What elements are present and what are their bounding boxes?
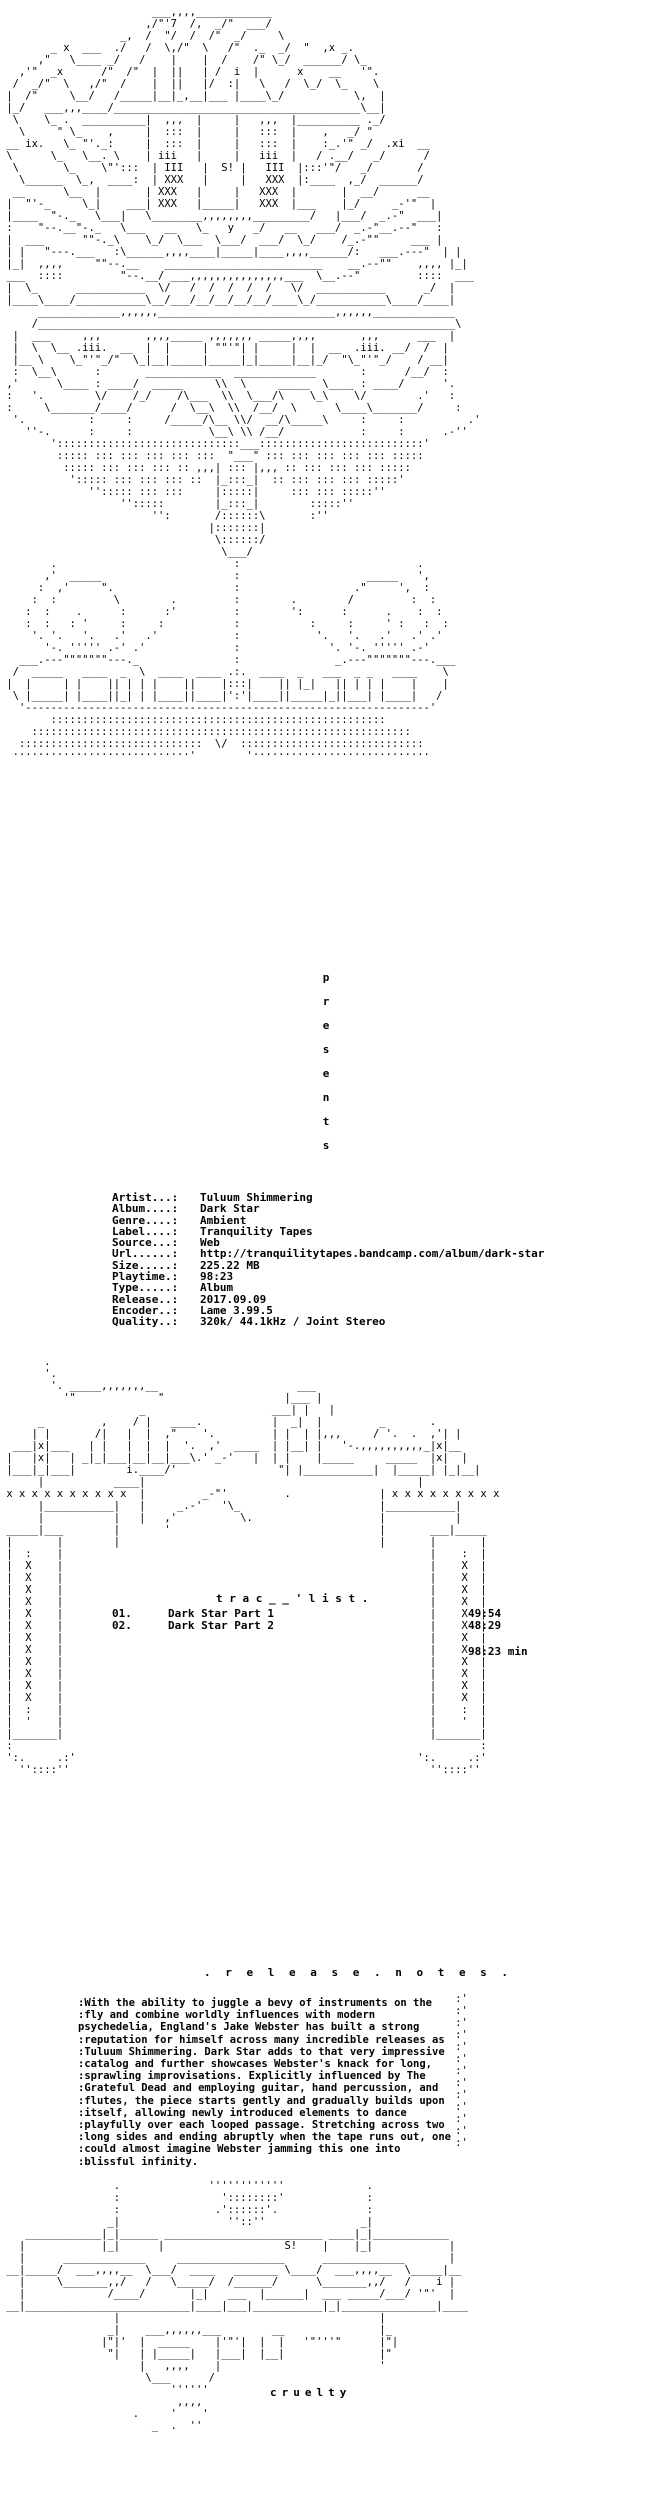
info-value: Web (200, 1236, 220, 1250)
info-value: Tranquility Tapes (200, 1224, 313, 1238)
notes-line: :could almost imagine Webster jamming th… (78, 2143, 401, 2156)
header-ascii-art: ___,,,,____________ ,/"'7 /, _/" ___/ _,… (6, 6, 481, 756)
info-value-url: http://tranquilitytapes.bandcamp.com/alb… (200, 1247, 545, 1261)
track-row: 01. Dark Star Part 1 49:54 (112, 1608, 552, 1620)
info-key: Album....: (112, 1202, 179, 1216)
info-value: 2017.09.09 (200, 1292, 267, 1306)
notes-line: :fly and combine worldly influences with… (78, 2009, 376, 2022)
info-value: 320k/ 44.1kHz / Joint Stereo (200, 1315, 386, 1329)
info-row-label: Label....: Tranquility Tapes (112, 1224, 632, 1238)
info-key: Source...: (112, 1236, 179, 1250)
info-value: Album (200, 1281, 234, 1295)
info-value: 98:23 (200, 1270, 234, 1284)
presents-letter: s (322, 1139, 330, 1152)
info-row-type: Type.....: Album (112, 1281, 632, 1295)
info-row-encoder: Encoder..: Lame 3.99.5 (112, 1303, 632, 1317)
total-duration: 98:23 min (468, 1645, 528, 1658)
info-row-genre: Genre....: Ambient (112, 1213, 632, 1227)
info-key: Artist...: (112, 1191, 179, 1204)
footer-ascii-art: . '''''''''''' . : '::::::::' : : .'::::… (6, 2180, 468, 2432)
track-number: 01. (112, 1607, 132, 1620)
info-row-size: Size.....: 225.22 MB (112, 1258, 632, 1272)
info-key: Label....: (112, 1224, 179, 1238)
presents-letter: e (322, 1019, 330, 1032)
notes-line: :sprawling improvisations. Explicitly in… (78, 2070, 426, 2083)
presents-letter: n (322, 1091, 330, 1104)
info-value: Dark Star (200, 1202, 260, 1216)
info-row-artist: Artist...: Tuluum Shimmering (112, 1191, 632, 1204)
info-key: Size.....: (112, 1258, 179, 1272)
track-number: 02. (112, 1619, 132, 1632)
notes-line: :playfully over each looped passage. Str… (78, 2119, 445, 2132)
info-key: Url......: (112, 1247, 179, 1261)
notes-line: :blissful infinity. (78, 2155, 199, 2168)
presents-letter: s (322, 1043, 330, 1056)
presents-label: p r e s e n t s (318, 966, 334, 1158)
info-value: Lame 3.99.5 (200, 1303, 273, 1317)
notes-line: psychedelia, England's Jake Webster has … (78, 2021, 420, 2034)
presents-letter: e (322, 1067, 330, 1080)
notes-line: :reputation for himself across many incr… (78, 2033, 445, 2046)
total-spacer (112, 1646, 468, 1658)
info-row-release: Release..: 2017.09.09 (112, 1292, 632, 1306)
notes-line: :flutes, the piece starts gently and gra… (78, 2094, 445, 2107)
track-row: 02. Dark Star Part 2 48:29 (112, 1620, 552, 1632)
notes-line: :catalog and further showcases Webster's… (78, 2058, 433, 2071)
notes-line: :Tuluum Shimmering. Dark Star adds to th… (78, 2045, 445, 2058)
notes-line: :With the ability to juggle a bevy of in… (78, 1997, 433, 2009)
release-info: Artist...: Tuluum Shimmering Album....: … (112, 1192, 632, 1328)
tracklist: 01. Dark Star Part 1 49:54 02. Dark Star… (112, 1608, 552, 1658)
notes-line: :Grateful Dead and employing guitar, han… (78, 2082, 439, 2095)
info-value: Ambient (200, 1213, 247, 1227)
notes-line: :long sides and ending abruptly when the… (78, 2131, 451, 2144)
track-duration: 49:54 (468, 1607, 502, 1620)
info-key: Release..: (112, 1292, 179, 1306)
info-row-quality: Quality..: 320k/ 44.1kHz / Joint Stereo (112, 1315, 632, 1329)
tracklist-heading: t r a c _ _ ' l i s t . (216, 1592, 369, 1605)
release-notes: :With the ability to juggle a bevy of in… (78, 1997, 578, 2168)
release-notes-heading: . r e l e a s e . n o t e s . (204, 1966, 513, 1979)
presents-letter: r (322, 995, 330, 1008)
info-row-playtime: Playtime.: 98:23 (112, 1270, 632, 1284)
info-key: Quality..: (112, 1315, 179, 1329)
info-key: Encoder..: (112, 1303, 179, 1317)
cruelty-label: cruelty (270, 2386, 352, 2399)
presents-letter: t (322, 1115, 330, 1128)
info-row-source: Source...: Web (112, 1236, 632, 1250)
total-row: 98:23 min (112, 1646, 552, 1658)
info-value: 225.22 MB (200, 1258, 260, 1272)
info-row-album: Album....: Dark Star (112, 1202, 632, 1216)
notes-side-border: :' :' :' (455, 1993, 468, 2149)
track-duration: 48:29 (468, 1619, 502, 1632)
info-value: Tuluum Shimmering (200, 1191, 313, 1204)
info-key: Playtime.: (112, 1270, 179, 1284)
presents-letter: p (322, 971, 330, 984)
track-title: Dark Star Part 2 (168, 1619, 274, 1632)
info-key: Genre....: (112, 1213, 179, 1227)
tracklist-ascii-frame: . '. '. _____,,,,,,,__ ___ '" " |___ | _… (6, 1356, 500, 1776)
info-key: Type.....: (112, 1281, 179, 1295)
notes-line: :itself, allowing newly introduced eleme… (78, 2106, 407, 2119)
track-title: Dark Star Part 1 (168, 1607, 274, 1620)
info-row-url: Url......: http://tranquilitytapes.bandc… (112, 1247, 632, 1261)
